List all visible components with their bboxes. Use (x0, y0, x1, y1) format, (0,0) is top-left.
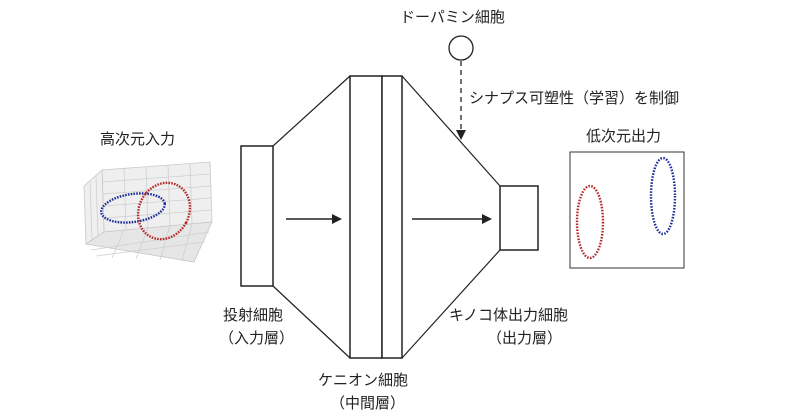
dopamine-neuron-circle (448, 35, 474, 61)
output-plot-frame (569, 151, 685, 269)
3d-plot-left-wall (83, 169, 105, 245)
low-dim-output-label: 低次元出力 (586, 127, 661, 145)
convergence-top-edge (401, 75, 501, 187)
kenyon-layer-label: （中間層） (330, 394, 405, 412)
output-cluster-blue (649, 156, 677, 236)
input-ring-blue (100, 192, 166, 224)
dopamine-neuron-label: ドーパミン細胞 (400, 8, 505, 26)
output-layer-label: （出力層） (487, 329, 562, 347)
output-neuron-label: キノコ体出力細胞 (449, 306, 568, 324)
expansion-top-edge (272, 75, 351, 147)
3d-plot-grid (89, 163, 213, 262)
kenyon-cell-layer-right (381, 75, 403, 359)
synaptic-plasticity-note: シナプス可塑性（学習）を制御 (469, 89, 679, 107)
kenyon-cell-layer-left (349, 75, 383, 359)
convergence-bottom-edge (401, 249, 501, 359)
output-neuron-layer (499, 185, 539, 251)
high-dim-input-label: 高次元入力 (100, 130, 175, 148)
kenyon-cell-label: ケニオン細胞 (318, 371, 408, 389)
input-ring-red (136, 181, 192, 241)
projection-neuron-label: 投射細胞 (223, 306, 283, 324)
projection-neuron-layer (240, 145, 274, 287)
output-cluster-red (575, 184, 605, 260)
3d-plot (83, 161, 213, 263)
projection-layer-label: （入力層） (219, 329, 294, 347)
expansion-bottom-edge (272, 285, 351, 359)
